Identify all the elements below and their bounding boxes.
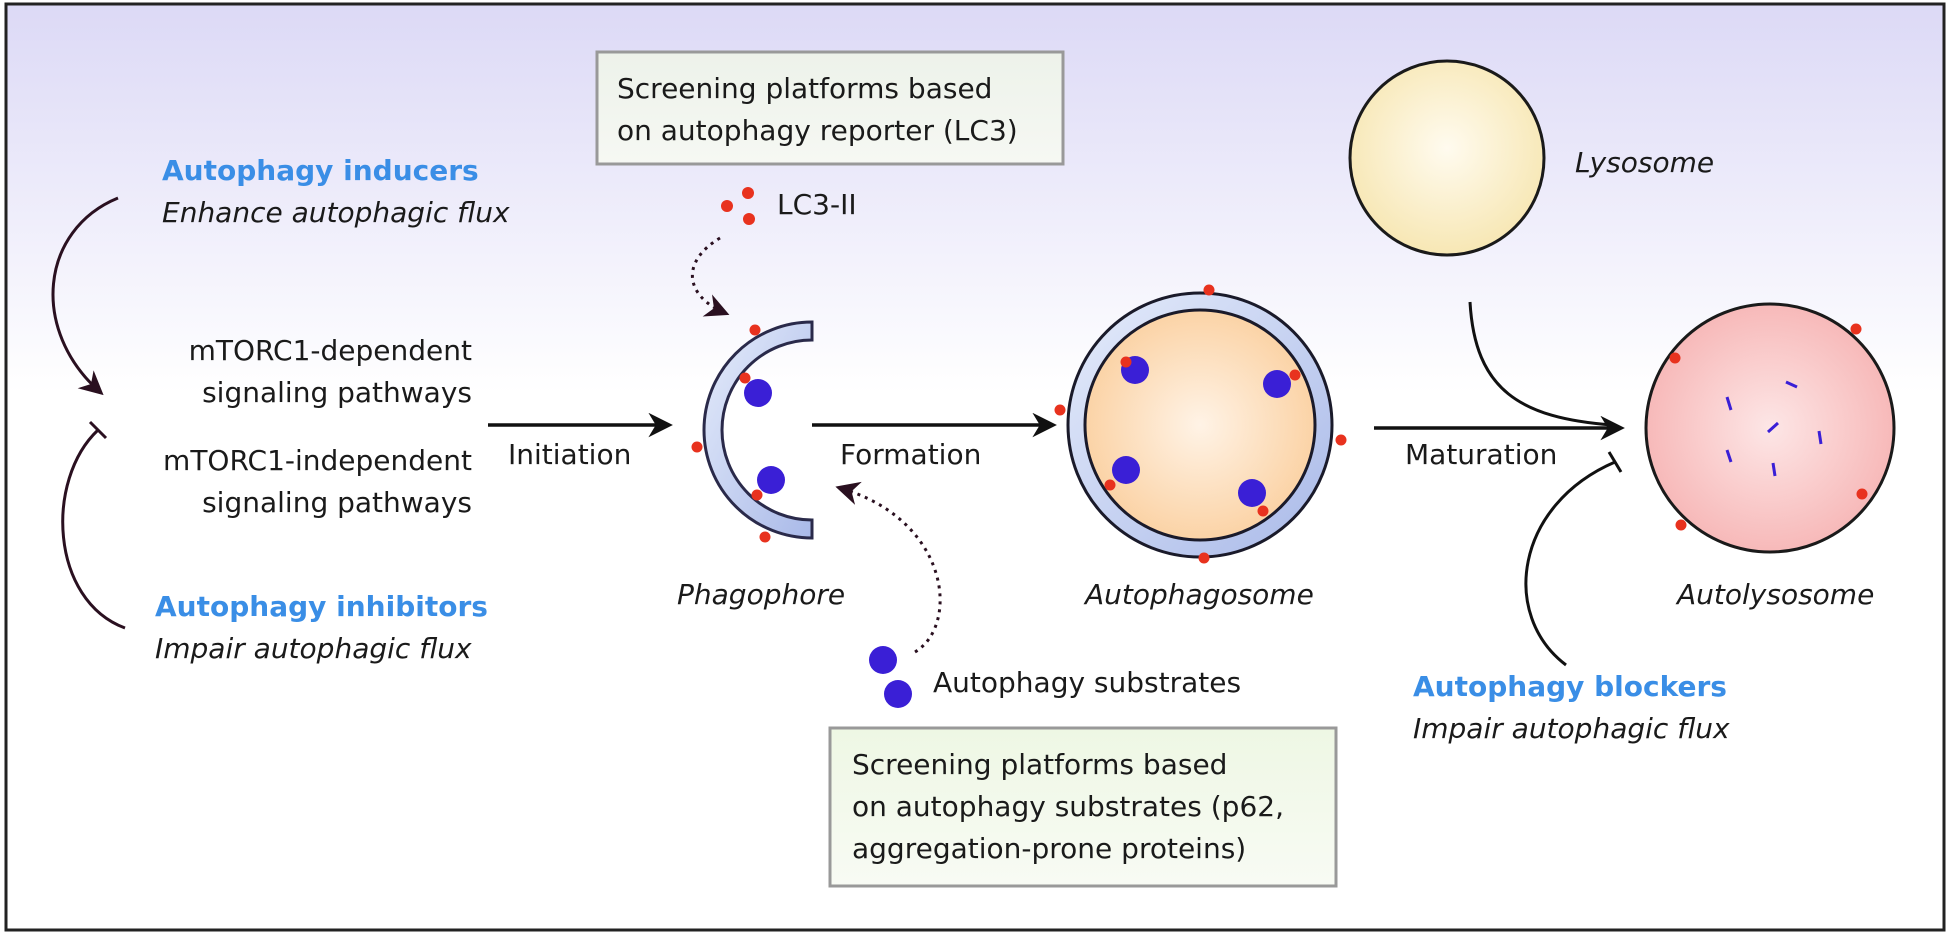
lc3-dot <box>721 200 733 212</box>
inducer-arrow <box>51 196 119 396</box>
mtorc1-dependent-line1: mTORC1-dependent <box>189 334 472 367</box>
lc3-dot <box>1289 369 1301 381</box>
phagophore-label: Phagophore <box>677 578 845 611</box>
blockers-subtitle: Impair autophagic flux <box>1413 712 1730 745</box>
lysosome-label: Lysosome <box>1575 146 1714 179</box>
degraded-fragment <box>1766 421 1780 434</box>
screening-box-lc3-line1: Screening platforms based <box>617 72 992 105</box>
autophagosome-label: Autophagosome <box>1083 578 1314 611</box>
lc3-dot <box>743 213 755 225</box>
substrates-label: Autophagy substrates <box>933 666 1241 699</box>
autolysosome <box>1644 302 1896 554</box>
lysosome-fusion-line <box>1468 301 1613 427</box>
lc3-dot <box>1120 356 1132 368</box>
lc3-dot <box>1203 284 1215 296</box>
inducers-title: Autophagy inducers <box>162 154 479 187</box>
lc3-dot <box>1104 479 1116 491</box>
screening-box-substrates-line1: Screening platforms based <box>852 748 1227 781</box>
lc3-dot <box>691 441 703 453</box>
inhibitors-subtitle: Impair autophagic flux <box>155 632 472 665</box>
lc3-dot <box>1198 552 1210 564</box>
substrate-particle <box>1238 479 1266 507</box>
inhibitor-line <box>61 428 126 630</box>
initiation-label: Initiation <box>508 438 631 471</box>
blocker-line <box>1524 460 1616 667</box>
inducers-subtitle: Enhance autophagic flux <box>162 196 510 229</box>
substrate-particle <box>744 379 772 407</box>
degraded-fragment <box>1785 380 1798 389</box>
lysosome <box>1348 59 1546 257</box>
screening-box-substrates-line3: aggregation-prone proteins) <box>852 832 1246 865</box>
lc3-dot <box>759 531 771 543</box>
substrate-particle <box>869 646 897 674</box>
substrate-particle <box>1112 456 1140 484</box>
screening-box-lc3-line2: on autophagy reporter (LC3) <box>617 114 1018 147</box>
substrate-recruitment-arrow <box>835 481 942 654</box>
lc3-ii-label: LC3-II <box>777 188 857 221</box>
substrate-particle <box>1263 370 1291 398</box>
substrate-particle <box>757 466 785 494</box>
lc3-dot <box>751 489 763 501</box>
inhibitor-bar <box>88 420 108 440</box>
screening-box-substrates-line2: on autophagy substrates (p62, <box>852 790 1284 823</box>
lc3-dot <box>1335 434 1347 446</box>
screening-box-substrates <box>828 726 1338 888</box>
lc3-dot <box>1054 404 1066 416</box>
lc3-dot <box>1850 323 1862 335</box>
degraded-fragment <box>1771 462 1777 477</box>
lc3-dot <box>1675 519 1687 531</box>
lc3-dot <box>1669 352 1681 364</box>
mtorc1-dependent-line2: signaling pathways <box>202 376 472 409</box>
autolysosome-label: Autolysosome <box>1675 578 1874 611</box>
blockers-title: Autophagy blockers <box>1413 670 1727 703</box>
phagophore <box>702 320 814 540</box>
lc3-dot <box>749 324 761 336</box>
mtorc1-independent-line1: mTORC1-independent <box>163 444 472 477</box>
degraded-fragment <box>1725 396 1733 411</box>
lc3-dot <box>1856 488 1868 500</box>
maturation-label: Maturation <box>1405 438 1557 471</box>
formation-label: Formation <box>840 438 981 471</box>
lc3-dot <box>739 372 751 384</box>
screening-box-lc3 <box>595 50 1065 166</box>
autophagosome-lumen <box>1083 308 1317 542</box>
lc3-dot <box>1257 505 1269 517</box>
substrate-particle <box>884 680 912 708</box>
degraded-fragment <box>1725 449 1733 463</box>
lc3-dot <box>742 187 754 199</box>
mtorc1-independent-line2: signaling pathways <box>202 486 472 519</box>
degraded-fragment <box>1817 430 1823 445</box>
blocker-bar <box>1607 451 1623 473</box>
inhibitors-title: Autophagy inhibitors <box>155 590 488 623</box>
